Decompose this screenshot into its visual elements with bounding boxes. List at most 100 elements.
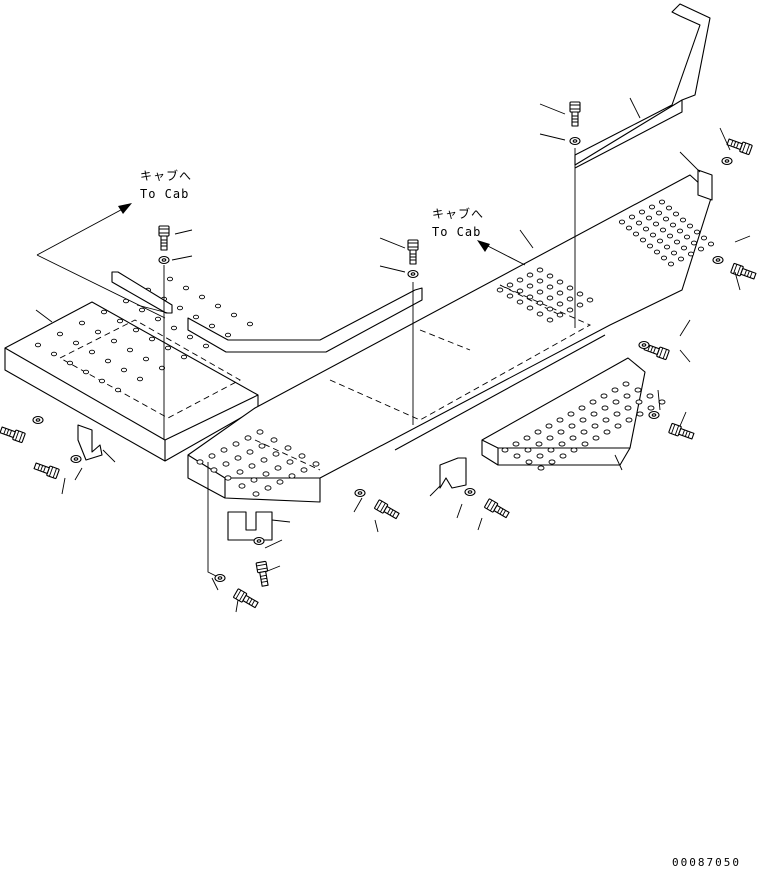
leader-line (353, 497, 363, 513)
perforation-hole (566, 296, 574, 302)
perforation-hole (535, 441, 543, 447)
perforation-hole (78, 320, 86, 326)
perforation-hole (166, 276, 174, 282)
perforation-hole (636, 411, 644, 417)
perforation-hole (556, 279, 564, 285)
to-cab-arrow-center (477, 240, 526, 266)
perforation-hole (576, 291, 584, 297)
bolt-icon (484, 498, 510, 519)
perforation-hole (98, 378, 106, 384)
perforation-hole (546, 273, 554, 279)
clip-bottom-left (227, 511, 273, 541)
perforation-hole (613, 411, 621, 417)
leader-line (657, 389, 661, 411)
perforation-hole (234, 455, 242, 461)
perforation-hole (638, 209, 646, 215)
perforation-hole (655, 210, 663, 216)
leader-line (379, 237, 406, 249)
perforation-hole (298, 453, 306, 459)
washer-icon (158, 255, 170, 265)
perforation-hole (224, 332, 232, 338)
leader-line (271, 519, 291, 523)
perforation-hole (284, 445, 292, 451)
perforation-hole (646, 243, 654, 249)
perforation-hole (148, 336, 156, 342)
clip-center (439, 457, 467, 489)
perforation-hole (556, 312, 564, 318)
leader-line (374, 519, 379, 533)
washer-icon (407, 269, 419, 279)
perforation-hole (623, 393, 631, 399)
bolt-icon (569, 101, 581, 127)
washer-icon (32, 415, 44, 425)
perforation-hole (660, 255, 668, 261)
perforation-hole (248, 463, 256, 469)
leader-line (614, 454, 623, 471)
perforation-hole (589, 399, 597, 405)
to-cab-arrow-left (36, 203, 166, 319)
leader-line (379, 265, 406, 273)
perforation-hole (556, 417, 564, 423)
perforation-hole (286, 459, 294, 465)
perforation-hole (611, 387, 619, 393)
perforation-hole (126, 347, 134, 353)
perforation-hole (506, 293, 514, 299)
to-cab-label-left-en: To Cab (140, 187, 189, 201)
perforation-hole (556, 290, 564, 296)
leader-line (539, 133, 566, 141)
perforation-hole (547, 447, 555, 453)
perforation-hole (581, 441, 589, 447)
perforation-hole (136, 376, 144, 382)
perforation-hole (256, 429, 264, 435)
perforation-hole (568, 423, 576, 429)
perforation-hole (639, 237, 647, 243)
perforation-hole (646, 393, 654, 399)
main-frame-plate (187, 174, 715, 503)
perforation-hole (663, 244, 671, 250)
perforation-hole (236, 469, 244, 475)
bolt-icon (407, 239, 419, 265)
perforation-hole (246, 321, 254, 327)
perforation-hole (642, 226, 650, 232)
perforation-hole (176, 305, 184, 311)
perforation-hole (232, 441, 240, 447)
perforation-hole (110, 338, 118, 344)
perforation-hole (632, 231, 640, 237)
leader-line (679, 411, 687, 427)
leader-line (477, 517, 483, 531)
bolt-icon (730, 262, 757, 280)
perforation-hole (270, 437, 278, 443)
leader-line (264, 565, 281, 573)
perforation-hole (591, 423, 599, 429)
perforation-hole (104, 358, 112, 364)
perforation-hole (700, 235, 708, 241)
perforation-hole (220, 447, 228, 453)
leader-line (174, 229, 193, 235)
perforation-hole (578, 405, 586, 411)
perforation-hole (569, 435, 577, 441)
perforation-hole (513, 453, 521, 459)
perforation-hole (600, 393, 608, 399)
drawing-code: 00087050 (672, 856, 741, 869)
right-step-plate (481, 357, 666, 471)
perforation-hole (312, 461, 320, 467)
perforation-hole (612, 399, 620, 405)
perforation-hole (669, 222, 677, 228)
perforation-hole (625, 225, 633, 231)
perforation-hole (659, 227, 667, 233)
perforation-hole (164, 345, 172, 351)
perforation-hole (558, 441, 566, 447)
perforation-hole (262, 471, 270, 477)
perforation-hole (625, 417, 633, 423)
perforation-hole (158, 365, 166, 371)
washer-icon (569, 136, 581, 146)
perforation-hole (690, 240, 698, 246)
perforation-hole (580, 429, 588, 435)
perforation-hole (100, 309, 108, 315)
perforation-hole (566, 285, 574, 291)
perforation-hole (88, 349, 96, 355)
perforation-hole (214, 303, 222, 309)
right-end-clip (697, 169, 713, 201)
cab-guide-rail (187, 287, 423, 353)
